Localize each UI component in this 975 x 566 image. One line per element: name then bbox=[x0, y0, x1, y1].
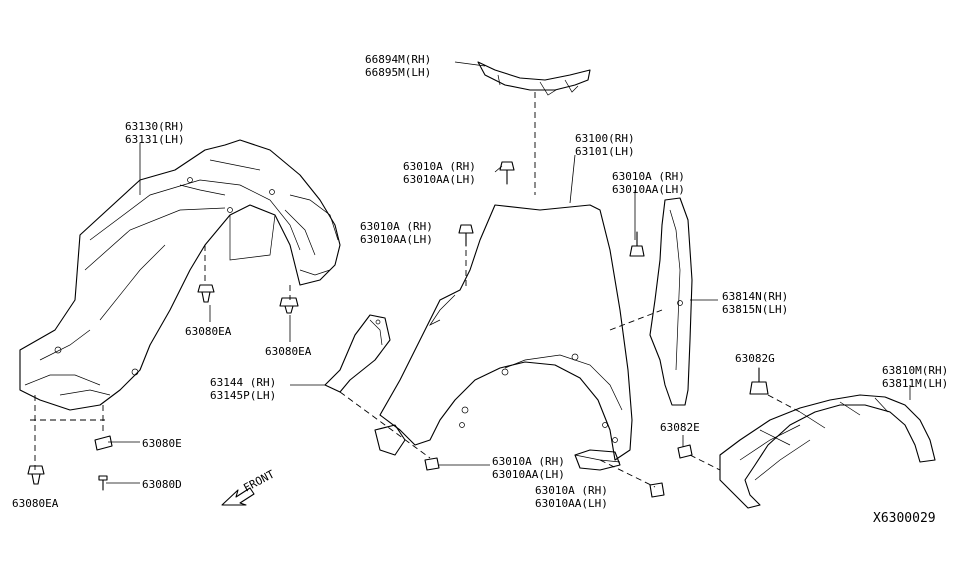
label-63080e: 63080E bbox=[142, 437, 182, 450]
label-66895m: 66895M(LH) bbox=[365, 66, 431, 79]
label-63130: 63130(RH) bbox=[125, 120, 185, 133]
label-63080ea-1: 63080EA bbox=[185, 325, 232, 338]
label-63010a-low2-rh: 63010A (RH) bbox=[535, 484, 608, 497]
screw-63080d-icon bbox=[98, 475, 108, 491]
front-direction-label: FRONT bbox=[241, 467, 277, 494]
bracket-63144-part bbox=[324, 314, 391, 393]
label-63080ea-3: 63080EA bbox=[12, 497, 59, 510]
label-63010a-mid-rh: 63010A (RH) bbox=[360, 220, 433, 233]
clip-63082e-icon bbox=[677, 444, 693, 459]
fender-protector-part bbox=[19, 139, 341, 411]
arch-moulding-part bbox=[719, 394, 936, 509]
leader-lines-left bbox=[30, 143, 291, 484]
clip-63080e-icon bbox=[94, 435, 113, 451]
label-63815n: 63815N(LH) bbox=[722, 303, 788, 316]
label-63080ea-2: 63080EA bbox=[265, 345, 312, 358]
label-63100: 63100(RH) bbox=[575, 132, 635, 145]
diagram-reference-code: X6300029 bbox=[873, 511, 936, 526]
label-63010a-top-rh: 63010A (RH) bbox=[403, 160, 476, 173]
label-63010a-mid-lh: 63010AA(LH) bbox=[360, 233, 433, 246]
label-63814n: 63814N(RH) bbox=[722, 290, 788, 303]
label-63101: 63101(LH) bbox=[575, 145, 635, 158]
bolt-63010a-low1-icon bbox=[424, 457, 440, 471]
clip-63080ea-3-icon bbox=[27, 465, 45, 485]
lower-bracket-part bbox=[374, 424, 406, 456]
clip-63080ea-icon bbox=[197, 284, 215, 303]
label-63144: 63144 (RH) bbox=[210, 376, 276, 389]
bolt-63010a-low2-icon bbox=[649, 482, 665, 498]
label-63810m: 63810M(RH) bbox=[882, 364, 948, 377]
label-63082e: 63082E bbox=[660, 421, 700, 434]
moulding-part bbox=[477, 61, 591, 96]
bolt-63010a-top-icon bbox=[499, 161, 515, 185]
front-arrow-icon bbox=[221, 487, 255, 506]
label-63082g: 63082G bbox=[735, 352, 775, 365]
label-63131: 63131(LH) bbox=[125, 133, 185, 146]
label-63010a-low2-lh: 63010AA(LH) bbox=[535, 497, 608, 510]
side-seal-part bbox=[649, 197, 693, 406]
clip-63082g-icon bbox=[749, 367, 769, 395]
front-fender-part bbox=[379, 204, 633, 471]
label-63010a-top-lh: 63010AA(LH) bbox=[403, 173, 476, 186]
label-63010a-low1-rh: 63010A (RH) bbox=[492, 455, 565, 468]
label-63010a-right-lh: 63010AA(LH) bbox=[612, 183, 685, 196]
label-63145p: 63145P(LH) bbox=[210, 389, 276, 402]
bolt-63010a-mid-icon bbox=[458, 224, 474, 247]
clip-63080ea-2-icon bbox=[279, 297, 299, 314]
label-63080d: 63080D bbox=[142, 478, 182, 491]
label-66894m: 66894M(RH) bbox=[365, 53, 431, 66]
bolt-63010a-right-icon bbox=[629, 231, 645, 257]
label-63010a-right-rh: 63010A (RH) bbox=[612, 170, 685, 183]
label-63811m: 63811M(LH) bbox=[882, 377, 948, 390]
label-63010a-low1-lh: 63010AA(LH) bbox=[492, 468, 565, 481]
